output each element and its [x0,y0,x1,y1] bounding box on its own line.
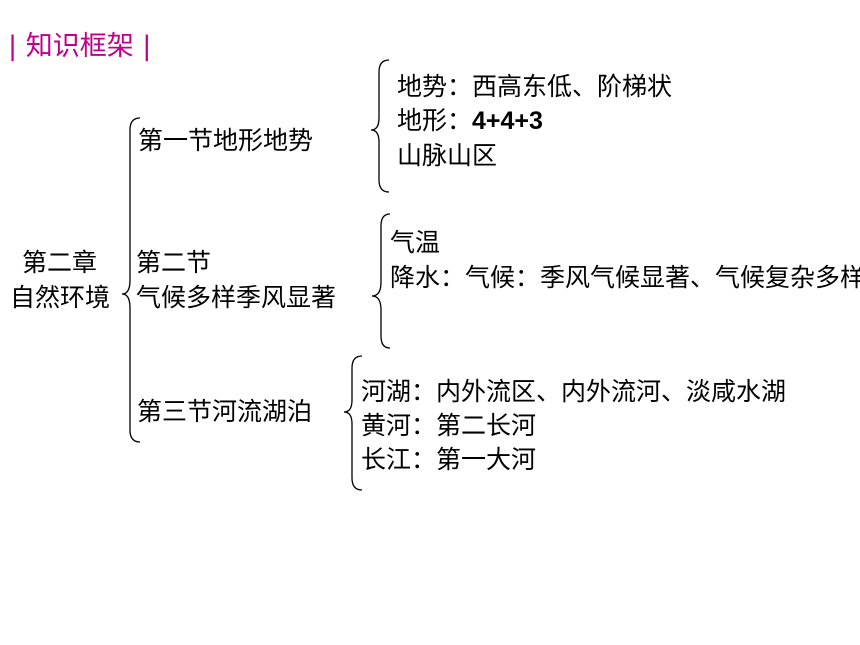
section-3-item-1: 河湖：内外流区、内外流河、淡咸水湖 [361,375,786,409]
item-text: 气温 [390,228,441,257]
item-label: 长江： [361,445,437,474]
title-text: 知识框架 [25,31,134,62]
item-label: 地势： [397,72,473,101]
item-label: 地形： [397,106,473,135]
item-label: 黄河： [361,411,437,440]
page-title: | 知识框架 | [8,24,151,63]
item-text: 第二长河 [436,411,537,440]
section2-bracket [371,213,391,349]
title-bar-left: | [8,31,18,62]
root-chapter-line2: 自然环境 [10,283,111,312]
section-2-title-line2: 气候多样季风显著 [136,283,337,312]
item-label: 河湖： [361,377,437,406]
main-bracket [121,117,141,443]
item-text: 气候：季风气候显著、气候复杂多样 [465,263,860,292]
section-2-item-1: 气温 [390,226,440,260]
root-chapter-line1: 第二章 [22,248,98,277]
item-text: 内外流区、内外流河、淡咸水湖 [436,377,787,406]
item-text: 4+4+3 [472,107,543,135]
section-2-item-2: 降水：气候：季风气候显著、气候复杂多样 [390,261,860,295]
section-3-title: 第三节河流湖泊 [137,397,313,426]
section3-bracket [343,355,363,491]
item-text: 山脉山区 [397,141,498,170]
title-bar-right: | [142,31,152,62]
section-3-item-3: 长江：第一大河 [361,443,536,477]
section-1-title: 第一节地形地势 [138,126,314,155]
section1-bracket [370,59,390,193]
section-1-item-2: 地形：4+4+3 [397,104,543,138]
section-2-title-line1: 第二节 [136,248,212,277]
section-1-item-1: 地势：西高东低、阶梯状 [397,70,672,104]
item-text: 西高东低、阶梯状 [472,72,673,101]
item-label: 降水： [390,263,466,292]
section-3-item-2: 黄河：第二长河 [361,409,536,443]
section-1-item-3: 山脉山区 [397,139,497,173]
item-text: 第一大河 [436,445,537,474]
